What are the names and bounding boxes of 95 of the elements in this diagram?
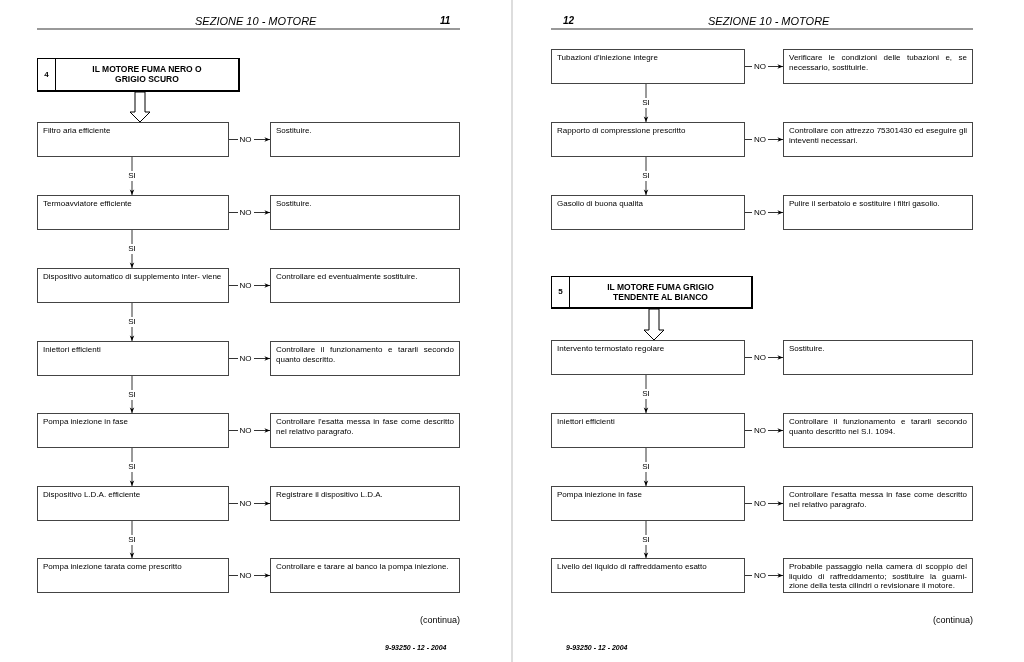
action-box (270, 341, 460, 376)
action-box (270, 486, 460, 521)
edge-label: NO (752, 425, 768, 436)
section-header-box (37, 58, 240, 92)
action-box (270, 558, 460, 593)
check-box (783, 413, 973, 448)
check-text: Iniettori efficienti (43, 345, 102, 355)
check-box (551, 49, 745, 84)
check-text: Gasolio di buona qualita (557, 199, 644, 209)
page-text: (continua) (933, 614, 974, 627)
edge-label: SI (126, 317, 138, 327)
check-text: Pompa iniezione tarata come prescritto (43, 562, 183, 572)
check-box (37, 195, 229, 230)
section-header-box (551, 276, 753, 309)
action-text: Controllare il funzionamento e tararli secondo quanto descritto. (276, 345, 454, 364)
check-box (551, 195, 745, 230)
edge-label: NO (237, 280, 254, 291)
section-number: 5 (558, 286, 563, 298)
check-text: Sostituire. (789, 344, 826, 354)
edge-label: NO (752, 570, 768, 581)
action-text: Controllare con attrezzo 75301430 ed eseguire gli inteventi necessari. (789, 126, 967, 145)
section-number: 4 (44, 68, 49, 81)
check-box (37, 413, 229, 448)
section-title: IL MOTORE FUMA GRIGIO TENDENTE AL BIANCO (606, 282, 715, 302)
edge-label: NO (237, 207, 254, 218)
check-box (37, 122, 229, 157)
action-text: Intervento termostato regolare (557, 344, 666, 354)
action-box (270, 122, 460, 157)
edge-label: NO (752, 498, 768, 509)
action-text: Iniettori efficienti (557, 417, 616, 427)
edge-label: SI (126, 534, 138, 545)
check-text: Tubazioni d'iniezione integre (557, 53, 659, 63)
edge-label: NO (237, 498, 254, 509)
edge-label: SI (640, 462, 652, 472)
check-text: Termoavviatore efficiente (43, 199, 133, 209)
edge-label: NO (752, 134, 768, 145)
edge-label: SI (126, 389, 138, 400)
check-text: Rapporto di compressione prescritto (557, 126, 687, 136)
action-text: Controllare l'esatta messa in fase come descritto nel relativo paragrafo. (276, 417, 454, 436)
edge-label: NO (237, 134, 254, 145)
edge-label: NO (237, 570, 254, 581)
edge-label: SI (126, 462, 138, 472)
action-box (783, 195, 973, 230)
action-box (551, 413, 745, 448)
edge-label: NO (237, 425, 254, 436)
check-text: Filtro aria efficiente (43, 126, 112, 136)
hollow-arrow (643, 308, 665, 341)
action-box (783, 122, 973, 157)
action-box (270, 195, 460, 230)
edge-label: SI (126, 244, 138, 254)
check-box (783, 558, 973, 593)
check-box (37, 486, 229, 521)
edge-label: NO (752, 61, 768, 72)
check-box (37, 341, 229, 376)
hollow-arrow (129, 91, 151, 123)
check-text: Dispositivo automatico di supplemento inter- viene (43, 272, 223, 282)
action-text: Controllare ed eventualmente sostituire. (276, 272, 419, 282)
page-text: SEZIONE 10 - MOTORE (708, 14, 830, 29)
action-text: Verificare le condizioni delle tubazioni e, se necessario, sostituirle. (789, 53, 967, 72)
check-text: Controllare il funzionamento e tararli secondo quanto descritto nel S.I. 1094. (789, 417, 967, 436)
page-text: (continua) (420, 614, 461, 627)
action-text: Registrare il dispositivo L.D.A. (276, 490, 384, 500)
action-box (270, 268, 460, 303)
edge-label: NO (752, 207, 768, 218)
edge-label: NO (752, 352, 768, 363)
action-text: Sostituire. (276, 126, 313, 136)
action-box (270, 413, 460, 448)
action-text: Controllare e tarare al banco la pompa iniezione. (276, 562, 450, 572)
action-box (551, 340, 745, 375)
edge-label: SI (640, 534, 652, 545)
edge-label: SI (640, 389, 652, 399)
check-text: Probabile passaggio nella camera di scoppio del liquido di raffreddamento; sostituire la guarni- zione della testa cilindri o revisionare il motore. (789, 562, 967, 591)
section-title: IL MOTORE FUMA NERO O GRIGIO SCURO (92, 64, 202, 84)
action-text: Pompa iniezione in fase (557, 490, 643, 500)
action-box (551, 486, 745, 521)
page-text: SEZIONE 10 - MOTORE (195, 14, 317, 29)
check-text: Dispositivo L.D.A. efficiente (43, 490, 142, 500)
edge-label: SI (640, 98, 652, 108)
check-box (783, 486, 973, 521)
check-text: Pompa iniezione in fase (43, 417, 129, 427)
action-text: Pulire il serbatoio e sostituire i filtri gasolio. (789, 199, 941, 209)
action-text: Livello del liquido di raffreddamento esatto (557, 562, 708, 572)
check-text: Controllare l'esatta messa in fase come descritto nel relativo paragrafo. (789, 490, 967, 509)
check-box (37, 268, 229, 303)
check-box (783, 340, 973, 375)
edge-label: SI (126, 171, 138, 181)
action-box (551, 558, 745, 593)
check-box (37, 558, 229, 593)
page-text: 12 (563, 14, 575, 28)
edge-label: NO (237, 353, 254, 364)
check-box (551, 122, 745, 157)
action-text: Sostituire. (276, 199, 313, 209)
page-text: 11 (440, 14, 451, 28)
edge-label: SI (640, 171, 652, 181)
action-box (783, 49, 973, 84)
